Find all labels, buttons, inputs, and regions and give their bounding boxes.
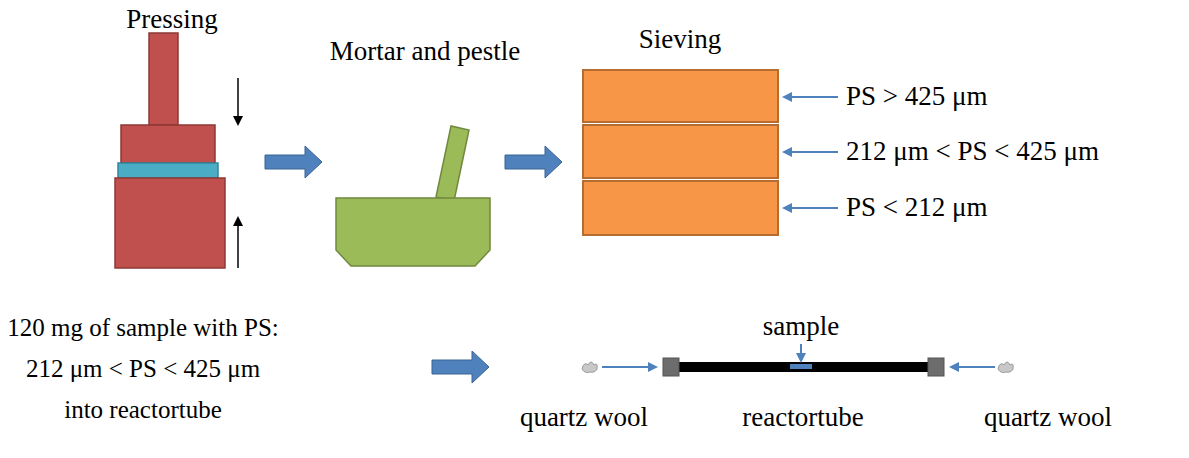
flow-arrow: [432, 351, 489, 383]
leader-arrow: [800, 344, 802, 361]
press-arrow: [237, 78, 239, 124]
sample-note: 120 mg of sample with PS: 212 μm < PS < …: [4, 307, 282, 430]
part-label: sample: [763, 311, 839, 342]
part-label: quartz wool: [520, 402, 648, 433]
particle-size-label: 212 μm < PS < 425 μm: [846, 136, 1099, 167]
press-symbol: [115, 33, 225, 268]
flow-arrow: [505, 146, 562, 178]
quartz-wool-symbol: [582, 362, 1013, 373]
step-title: Sieving: [639, 24, 722, 55]
press-arrow: [237, 218, 239, 268]
particle-size-label: PS > 425 μm: [846, 81, 988, 112]
flow-arrow: [265, 146, 322, 178]
part-label: quartz wool: [984, 402, 1112, 433]
step-title: Pressing: [126, 4, 218, 35]
particle-size-label: PS < 212 μm: [846, 192, 988, 223]
sieve-stack: [583, 70, 778, 235]
leader-arrow: [602, 366, 995, 368]
step-title: Mortar and pestle: [330, 36, 520, 67]
part-label: reactortube: [742, 402, 863, 433]
mortar-symbol: [336, 126, 490, 266]
reactor-tube: [663, 358, 944, 376]
leader-arrow: [784, 97, 838, 208]
